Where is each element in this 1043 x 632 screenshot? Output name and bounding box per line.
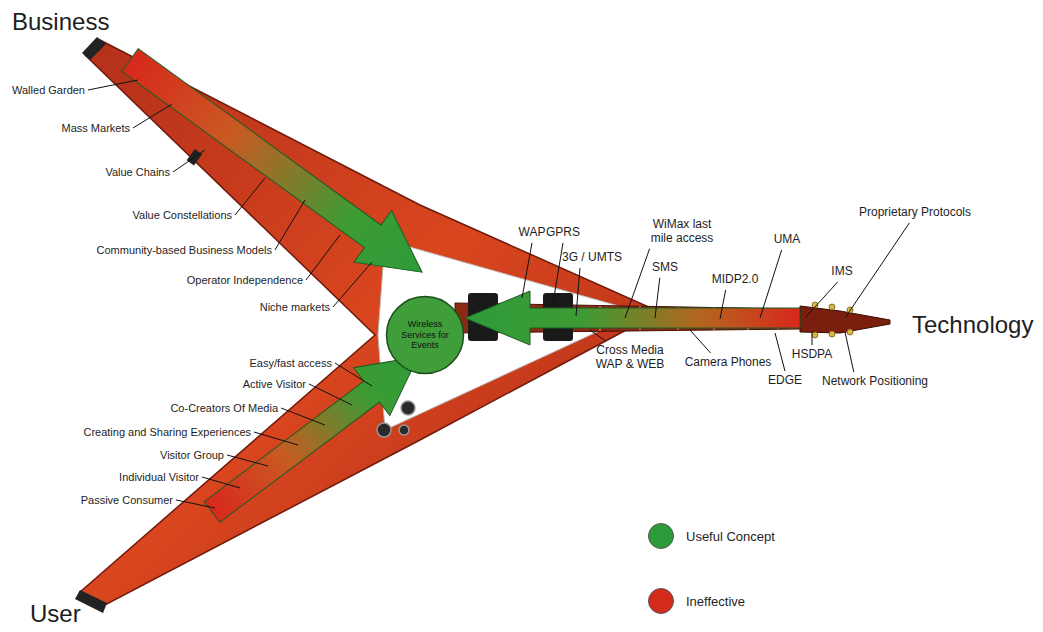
technology-concept: SMS [652, 261, 678, 275]
leader-line [227, 455, 268, 466]
axis-title: Technology [912, 311, 1033, 339]
leader-line [202, 477, 240, 488]
tuner [829, 304, 835, 310]
technology-concept: 3G / UMTS [562, 251, 622, 265]
headstock [800, 306, 890, 333]
technology-concept: WiMax last mile access [646, 218, 718, 246]
user-concept: Active Visitor [243, 378, 306, 391]
technology-concept: Network Positioning [822, 375, 928, 389]
leader-line [281, 408, 325, 425]
leader-line [254, 432, 298, 445]
top-arm-cap [82, 37, 106, 60]
user-concept: Passive Consumer [81, 494, 173, 507]
leader-line [88, 80, 138, 90]
circle-shape [387, 297, 464, 374]
technology-concept: IMS [831, 265, 852, 279]
technology-concept: WAP [519, 226, 546, 240]
legend-swatch [648, 588, 674, 614]
leader-line [335, 363, 372, 386]
business-concept: Community-based Business Models [97, 244, 272, 257]
business-concept: Walled Garden [12, 84, 85, 97]
node-title: Wireless Services for Events [393, 319, 457, 350]
user-concept: Individual Visitor [119, 471, 199, 484]
business-concept: Value Constellations [133, 209, 232, 222]
control-knob [377, 423, 391, 437]
leader-line [655, 278, 660, 318]
business-concept: Value Chains [105, 166, 170, 179]
business-concept: Niche markets [260, 301, 330, 314]
axis-title: Business [12, 8, 109, 36]
user-concept: Co-Creators Of Media [170, 402, 278, 415]
leader-line [845, 332, 854, 372]
user-concept: Visitor Group [160, 449, 224, 462]
leader-line [690, 330, 711, 353]
leader-line [275, 200, 305, 250]
leader-line [805, 282, 838, 318]
legend-swatch [648, 523, 674, 549]
tuner [847, 329, 853, 335]
business-concept: Operator Independence [187, 274, 303, 287]
legend-text: Useful Concept [686, 529, 775, 544]
leader-line [522, 243, 532, 298]
technology-concept: Cross Media WAP & WEB [590, 344, 670, 372]
leader-line [176, 500, 215, 508]
leader-line [576, 268, 580, 316]
leader-line [760, 250, 782, 318]
leader-line [720, 290, 726, 319]
technology-concept: Camera Phones [685, 356, 772, 370]
tuner [812, 332, 818, 338]
leader-line [775, 333, 785, 371]
technology-concept: GPRS [546, 226, 580, 240]
leader-line [333, 262, 372, 307]
technology-arrow [465, 291, 800, 345]
leader-line [306, 235, 340, 280]
tuner [829, 331, 835, 337]
technology-concept: MIDP2.0 [712, 273, 759, 287]
leader-line [811, 332, 812, 345]
technology-concept: UMA [774, 233, 801, 247]
event-circle-node: Wireless Services for Events [385, 295, 465, 375]
technology-concept: HSDPA [792, 348, 832, 362]
axis-title: User [30, 600, 81, 628]
leader-line [235, 178, 265, 215]
leader-line [845, 223, 909, 318]
leader-line [553, 243, 563, 303]
leader-line [625, 249, 650, 318]
technology-concept: EDGE [768, 374, 802, 388]
leader-line [309, 384, 352, 405]
control-knob [401, 401, 415, 415]
technology-concept: Proprietary Protocols [859, 206, 971, 220]
business-concept: Mass Markets [62, 122, 130, 135]
user-concept: Easy/fast access [249, 357, 332, 370]
leader-line [133, 104, 172, 128]
tuners [812, 302, 853, 338]
user-concept: Creating and Sharing Experiences [83, 426, 251, 439]
leader-line [590, 330, 606, 341]
legend-text: Ineffective [686, 594, 745, 609]
leader-line [173, 150, 205, 172]
control-knob [399, 425, 409, 435]
